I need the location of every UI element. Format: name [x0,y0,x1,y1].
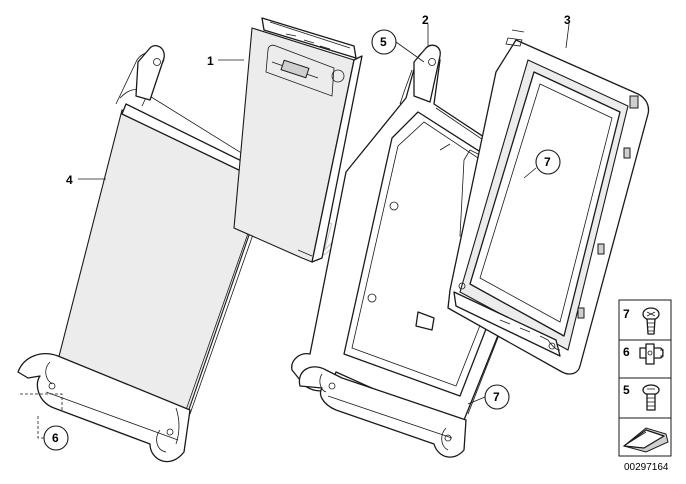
callout-5: 5 [371,29,397,55]
part-1-control-module[interactable] [233,17,363,263]
legend-row-6: 6 [623,343,664,365]
svg-text:7: 7 [623,307,630,321]
small-parts-legend: 7 6 5 [618,299,672,457]
diagram-id: 00297164 [624,462,669,473]
callout-7-upper: 7 [535,149,561,175]
legend-row-7: 7 [623,307,660,335]
bolt-icon [642,384,660,411]
svg-text:5: 5 [380,35,387,49]
part-3-housing[interactable] [447,29,650,375]
leader-lines [20,23,570,439]
svg-text:2: 2 [422,13,429,27]
svg-text:1: 1 [207,54,214,68]
part-4-backrest-panel[interactable] [17,44,273,463]
svg-text:5: 5 [623,383,630,397]
svg-text:6: 6 [52,431,59,445]
clip-icon [639,343,664,365]
svg-text:4: 4 [66,173,73,187]
svg-text:3: 3 [564,13,571,27]
callout-6: 6 [43,425,69,451]
callout-4: 4 [66,173,73,187]
legend-row-5: 5 [623,383,660,411]
screw-icon [642,307,660,335]
callout-1: 1 [207,54,214,68]
callout-2: 2 [422,13,429,27]
callout-3: 3 [564,13,571,27]
wedge-arrow-icon [622,427,669,453]
svg-text:7: 7 [493,390,500,404]
svg-text:7: 7 [544,155,551,169]
callout-7-lower: 7 [484,384,510,410]
svg-text:6: 6 [623,345,630,359]
